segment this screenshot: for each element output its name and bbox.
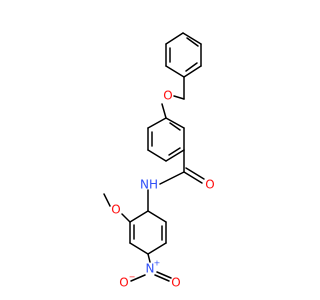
nitro-nitrogen-label: N bbox=[146, 262, 155, 276]
molecule-diagram: O O NH O N + O − O bbox=[103, 32, 215, 290]
oxygen-ring-bond bbox=[161, 103, 167, 119]
benzyl-ring-bond bbox=[182, 32, 202, 45]
methoxy-oxygen-label: O bbox=[111, 203, 120, 217]
nitro-nitrogen-charge: + bbox=[154, 259, 161, 268]
benzyl-ring-bond bbox=[165, 65, 185, 78]
benzamide-ring-inner-bond bbox=[168, 147, 181, 156]
nitro-oxygen-double-bond-inner bbox=[156, 271, 172, 279]
nitro-oxygen-left-label: O bbox=[119, 276, 128, 290]
benzamide-ring-bond bbox=[165, 117, 185, 129]
atom-label-layer: O O NH O N + O − O bbox=[111, 89, 214, 290]
benzamide-ring-bond bbox=[165, 149, 185, 162]
amide-oxygen-label: O bbox=[205, 178, 214, 192]
ether-oxygen-label: O bbox=[163, 89, 172, 103]
nitro-oxygen-bond bbox=[130, 274, 146, 282]
nitro-bond bbox=[147, 253, 151, 263]
lower-ring-bond bbox=[129, 242, 149, 255]
benzamide-ring-bond bbox=[147, 117, 167, 129]
benzamide-ring-inner-bond bbox=[169, 122, 181, 131]
carbonyl-bond bbox=[183, 171, 203, 184]
benzyl-ring-inner-bond bbox=[186, 37, 199, 47]
methoxy-bond bbox=[121, 213, 131, 223]
lower-ring-bond bbox=[147, 210, 167, 223]
carbonyl-double-bond bbox=[185, 167, 205, 180]
benzyl-ring-inner-bond bbox=[185, 62, 198, 72]
amide-nh-label: NH bbox=[140, 178, 158, 192]
amide-bond bbox=[159, 171, 185, 185]
benzyl-ring-bond bbox=[165, 32, 184, 45]
lower-ring-bond bbox=[129, 210, 149, 223]
lower-ring-bond bbox=[147, 242, 167, 255]
molecule-structure: O O NH O N + O − O bbox=[103, 32, 215, 290]
nitro-oxygen-double-bond bbox=[154, 274, 170, 282]
benzamide-ring-bond bbox=[147, 149, 167, 162]
benzyl-ring-bond bbox=[183, 65, 202, 78]
methyl-bond bbox=[103, 193, 111, 207]
bond-layer bbox=[103, 32, 205, 282]
ch2-oxygen-bond bbox=[173, 95, 185, 100]
nitro-oxygen-left-charge: − bbox=[129, 273, 136, 282]
nitro-oxygen-right-label: O bbox=[171, 276, 180, 290]
